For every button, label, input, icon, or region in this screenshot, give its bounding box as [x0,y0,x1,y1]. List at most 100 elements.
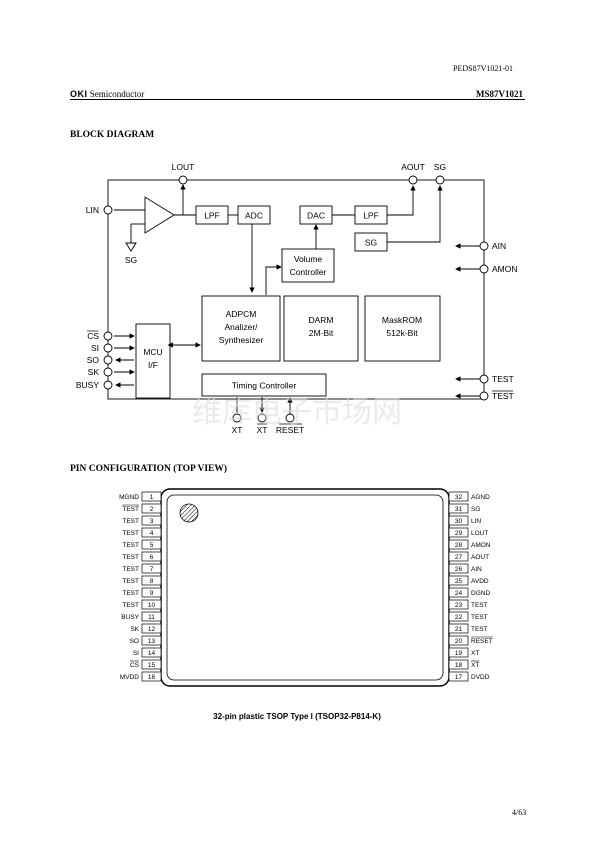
pin-busy [103,380,113,390]
pin-name: TEST [122,602,139,609]
pin-si [103,343,113,353]
maskrom-label-1: MaskROM [382,315,422,325]
pin-amon-label: AMON [492,264,518,274]
pin-number: 4 [150,530,154,537]
pin-aout-label: AOUT [401,162,425,172]
pin-number-box [448,623,469,634]
pin-name: SO [130,638,139,645]
pin-number: 27 [455,554,463,561]
pin-number: 26 [455,566,463,573]
pin-name: AGND [471,494,490,501]
pin-number-box [141,623,162,634]
pin-so [103,355,113,365]
pin-name: TEST [122,506,139,513]
pin-name: BUSY [121,614,139,621]
adc-label: ADC [245,211,263,221]
pin-name: TEST [122,566,139,573]
pin-number-box [448,551,469,562]
darm-label-2: 2M-Bit [309,328,334,338]
adpcm-label-3: Synthesizer [219,335,264,345]
pin-number: 24 [455,590,463,597]
pin-row: 1 MGND [119,491,162,502]
pin-number-box [141,539,162,550]
pin-number-box [448,527,469,538]
pin-name: TEST [122,542,139,549]
maskrom-label-2: 512k-Bit [386,328,418,338]
pin-number: 16 [148,674,156,681]
pin-reset [285,413,295,423]
pin-row: 24 DGND [448,587,490,598]
pin-number: 15 [148,662,156,669]
pin-number: 13 [148,638,156,645]
pin-number: 22 [455,614,463,621]
page-number: 4/63 [512,808,527,817]
pin-number: 1 [150,494,154,501]
volume-label-2: Controller [290,267,327,277]
pin-number-box [141,575,162,586]
pin-number-box [141,527,162,538]
maskrom-block [364,295,441,362]
timing-controller-block [201,373,327,397]
pin-number-box [448,611,469,622]
pin-number: 28 [455,542,463,549]
lpf-in-label: LPF [204,211,220,221]
brand: OKI Semiconductor [70,89,144,99]
pin-amon [479,264,489,274]
pin-lin [103,205,113,215]
volume-controller-block [281,248,335,283]
pin-name: TEST [122,554,139,561]
pin-number-box [448,503,469,514]
pin-name: DGND [471,590,490,597]
pin-row: 13 SO [130,635,162,646]
pin-xt-label: XT [232,425,243,435]
pin-number: 18 [455,662,463,669]
adpcm-label-2: Analizer/ [224,322,258,332]
sg-ground-symbol [125,242,137,252]
pin-number: 30 [455,518,463,525]
package-outline [160,488,450,687]
pin-number: 14 [148,650,156,657]
pin-reset-label: RESET [276,425,304,435]
pin-number-box [141,635,162,646]
pin-number: 20 [455,638,463,645]
chip-outline [107,179,485,400]
pin-number: 5 [150,542,154,549]
part-number: MS87V1021 [476,89,523,99]
pin-number-box [448,515,469,526]
pin-name: MGND [119,494,139,501]
dac-label: DAC [307,211,325,221]
left-pin-column: 1MGND2TEST3TEST4TEST5TEST6TEST7TEST8TEST… [119,491,162,682]
pin-config-title: PIN CONFIGURATION (TOP VIEW) [70,464,228,474]
pin-number-box [448,635,469,646]
pin-number: 10 [148,602,156,609]
pin-test-bar [479,391,489,401]
document-id: PEDS87V1021-01 [453,64,514,73]
adpcm-block [201,295,281,362]
pin-row: 27 AOUT [448,551,489,562]
wire-sg-out [387,185,443,243]
oki-logo: OKI [70,89,88,99]
pin-number: 3 [150,518,154,525]
pin-number: 23 [455,602,463,609]
pin-name: AOUT [471,554,489,561]
pin-lout [178,175,188,185]
pin-test [479,374,489,384]
pin-number: 11 [148,614,155,621]
wire-adpcm-vol [265,264,282,295]
pin-xt-bar-label: XT [257,425,268,435]
mcu-block [135,323,171,399]
